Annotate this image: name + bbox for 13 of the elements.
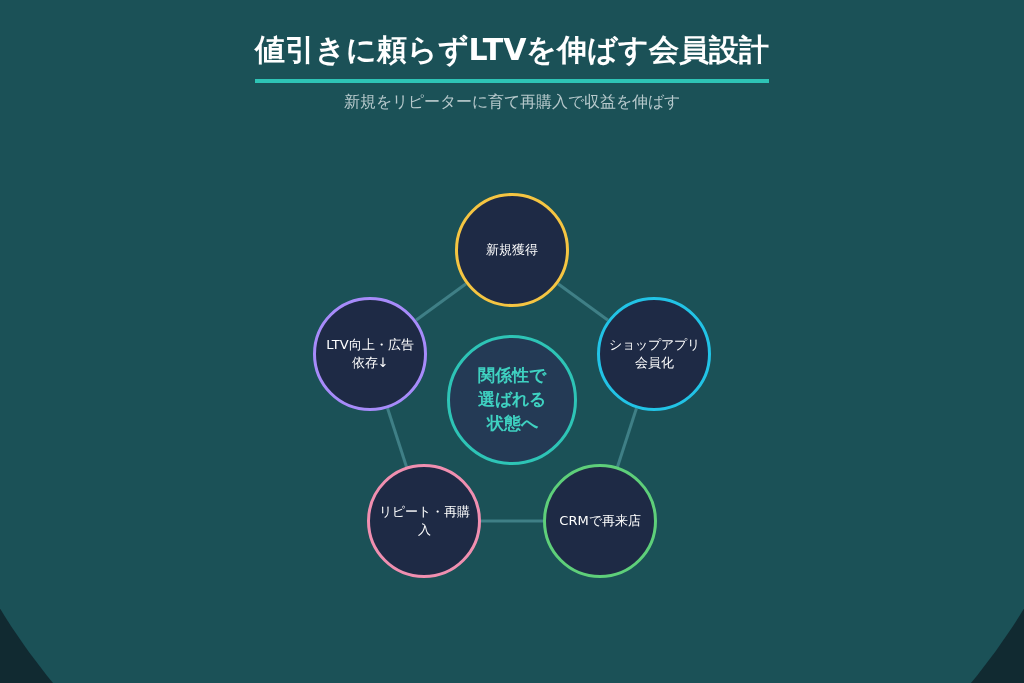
connector-line bbox=[415, 282, 467, 322]
title: 値引きに頼らずLTVを伸ばす会員設計 bbox=[254, 30, 770, 83]
connector-line bbox=[557, 282, 609, 322]
node-label: 関係性で選ばれる状態へ bbox=[477, 364, 548, 435]
node-label: CRMで再来店 bbox=[558, 511, 642, 530]
node-label: LTV向上・広告依存↓ bbox=[325, 335, 415, 372]
connector-line bbox=[616, 407, 638, 468]
node-label: 新規獲得 bbox=[485, 240, 539, 259]
connector-line bbox=[481, 519, 543, 523]
node-label: ショップアプリ会員化 bbox=[608, 335, 700, 372]
subtitle: 新規をリピーターに育て再購入で収益を伸ばす bbox=[343, 92, 681, 113]
node-label: リピート・再購入 bbox=[378, 502, 470, 539]
connector-line bbox=[386, 407, 408, 468]
